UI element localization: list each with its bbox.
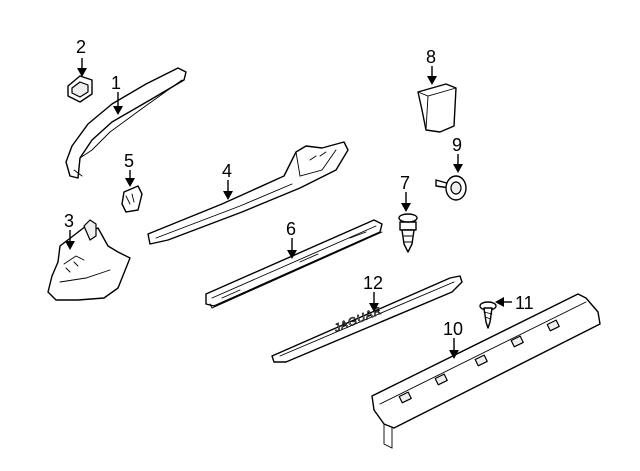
- callout-3: 3: [64, 211, 74, 231]
- part-7-push-pin: [398, 213, 418, 253]
- part-9-stud: [435, 175, 467, 201]
- part-6-sill-strip: [205, 219, 383, 309]
- part-11-screw: [479, 301, 497, 329]
- part-1-a-pillar-trim: [65, 67, 187, 179]
- callout-10: 10: [443, 319, 463, 339]
- callout-labels: 1 2 3 4 5 6 7 8 9 10 11 12: [64, 37, 534, 339]
- part-5-bracket: [121, 185, 143, 213]
- part-3-kick-panel: [47, 219, 131, 301]
- callout-7: 7: [400, 173, 410, 193]
- part-8-end-cap: [417, 83, 457, 133]
- callout-11: 11: [515, 293, 534, 313]
- callout-9: 9: [452, 135, 462, 155]
- part-4-sill-trim: [147, 141, 349, 245]
- callout-6: 6: [286, 219, 296, 239]
- leader-lines: [65, 58, 512, 359]
- callout-2: 2: [76, 37, 86, 57]
- callout-4: 4: [222, 161, 232, 181]
- callout-12: 12: [363, 273, 383, 293]
- part-2-clip: [67, 75, 93, 103]
- callout-1: 1: [111, 73, 121, 93]
- callout-8: 8: [426, 47, 436, 67]
- callout-5: 5: [124, 151, 134, 171]
- part-10-threshold-plate: [371, 293, 601, 449]
